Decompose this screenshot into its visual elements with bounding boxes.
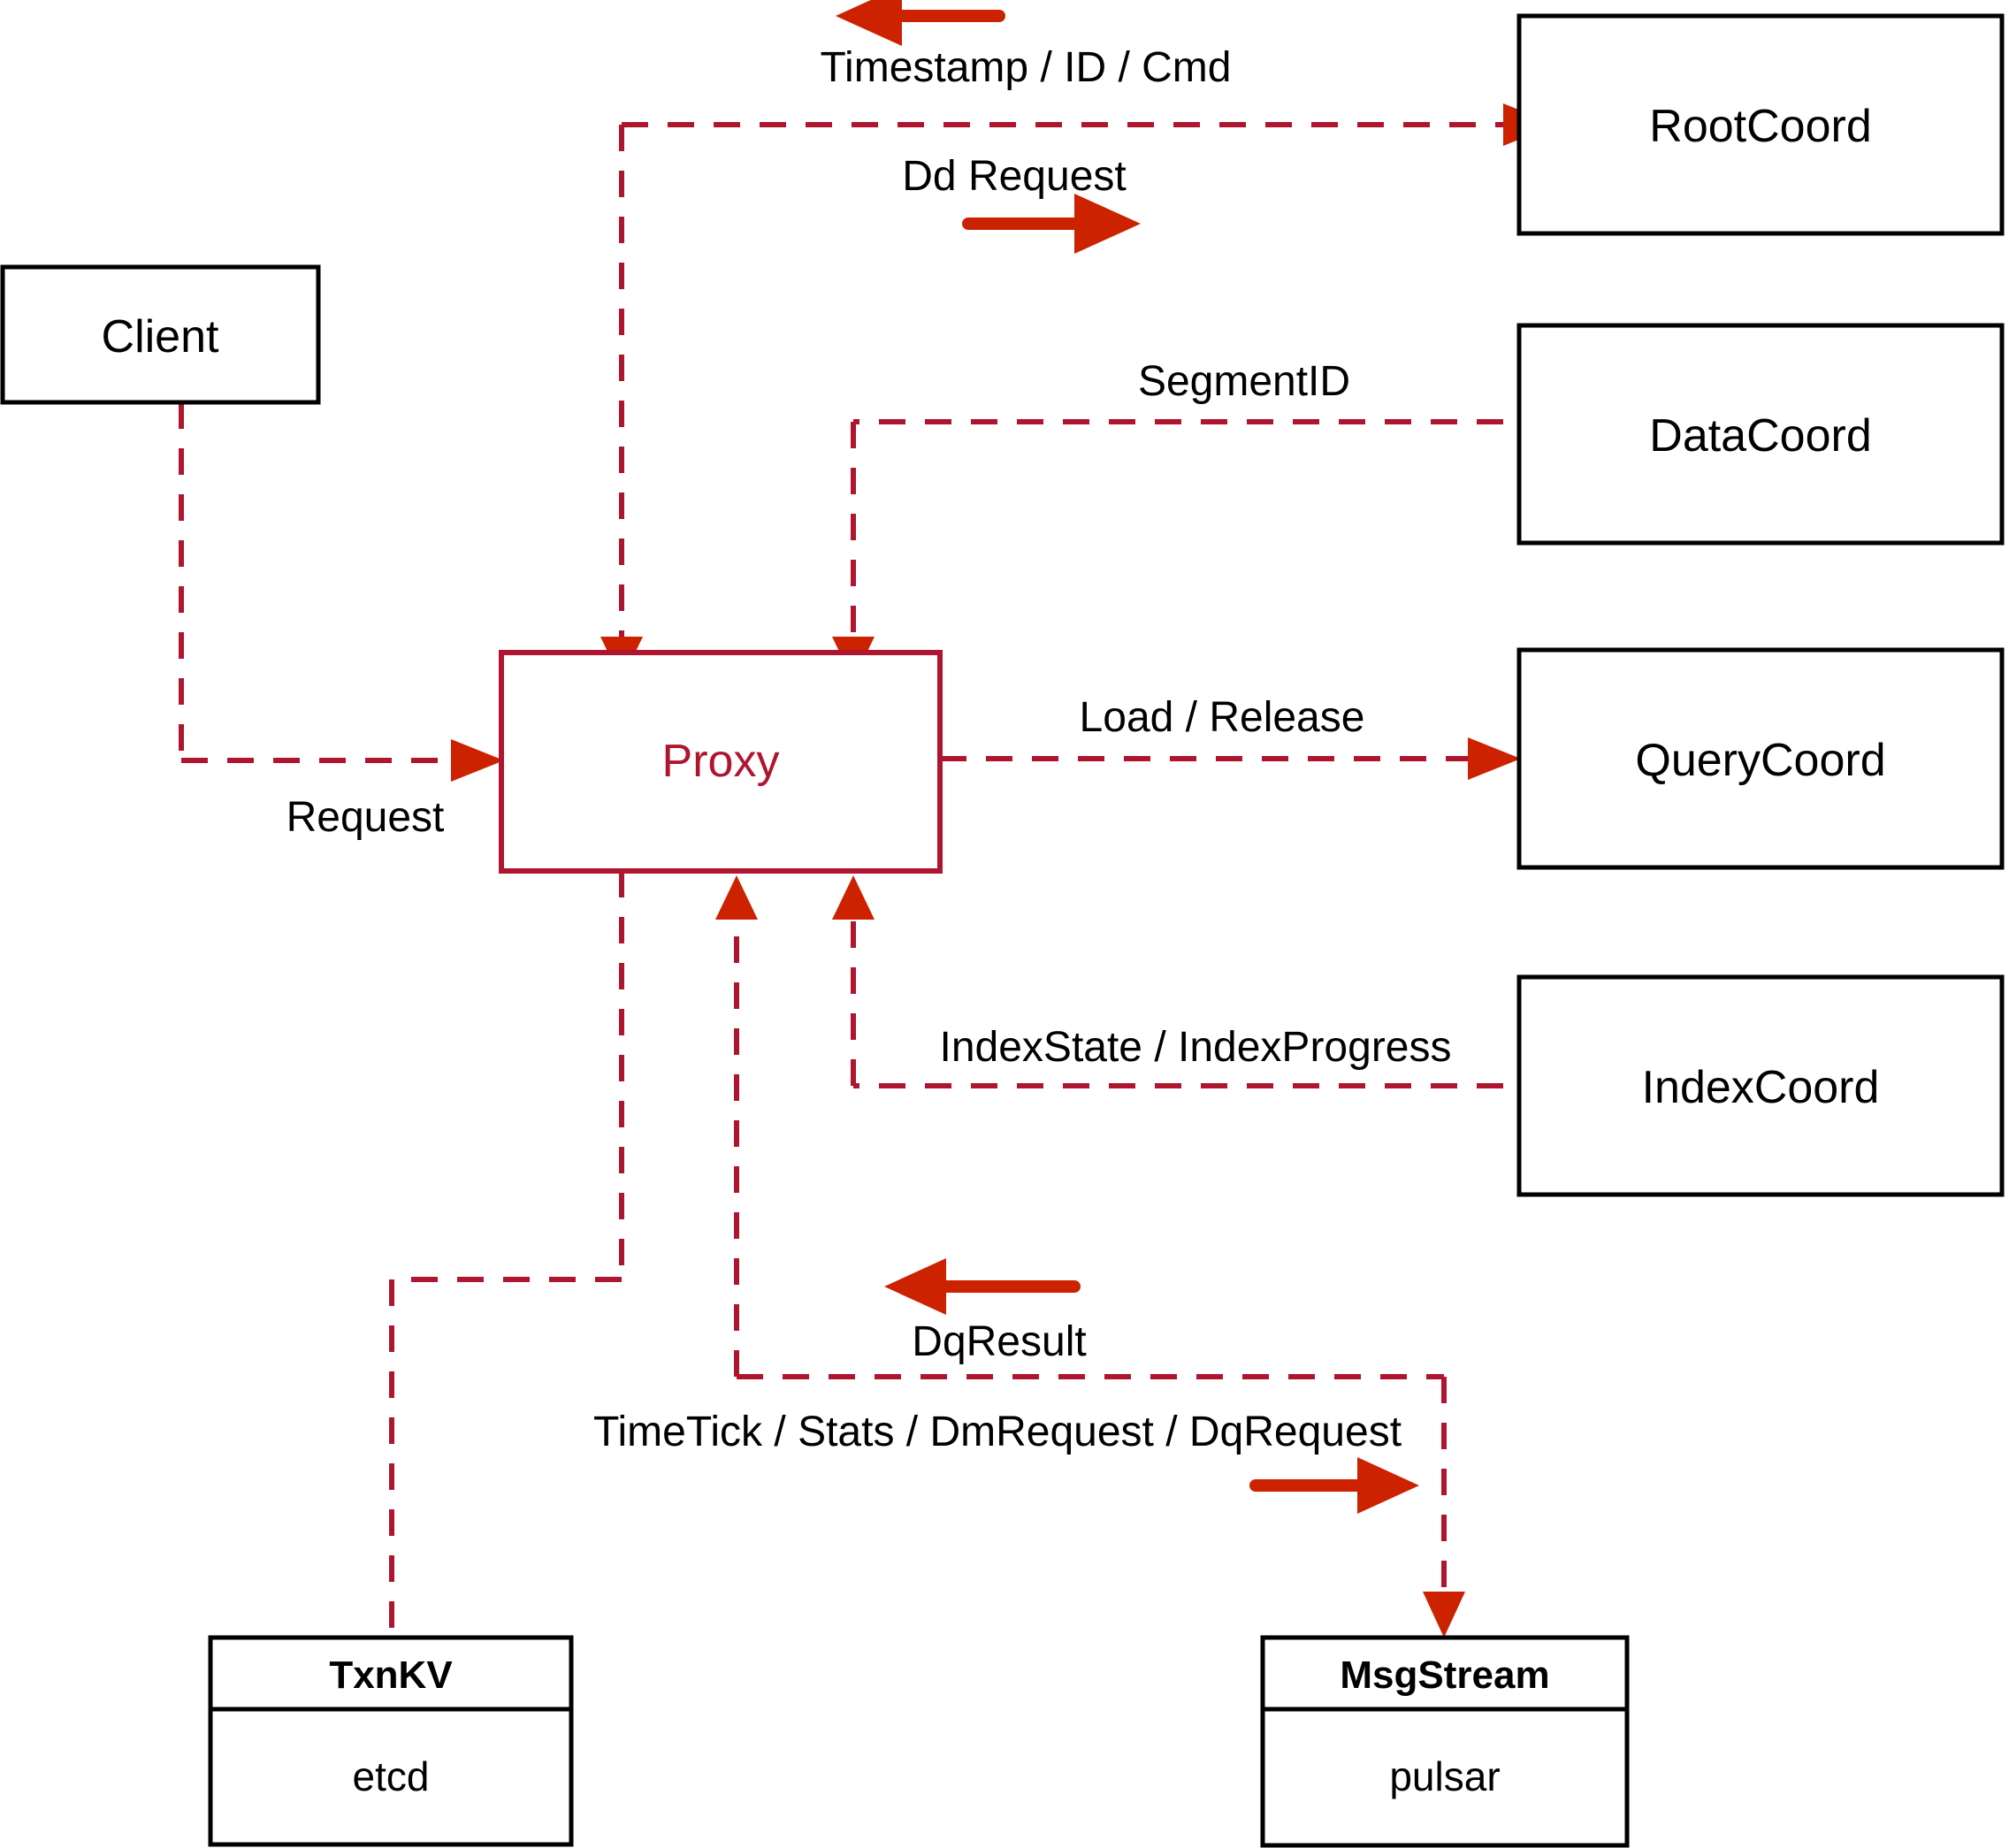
node-client[interactable]: Client	[0, 264, 321, 405]
edge-txnkv-path	[389, 871, 624, 1638]
node-txnkv-label: TxnKV	[329, 1653, 453, 1697]
node-data-coord[interactable]: DataCoord	[1516, 323, 2005, 546]
edge-load-release-path	[940, 737, 1521, 780]
node-msgstream-label: MsgStream	[1340, 1653, 1549, 1697]
node-proxy-label: Proxy	[662, 736, 780, 787]
arrow-dq-result	[884, 1258, 1081, 1315]
node-query-coord-label: QueryCoord	[1635, 735, 1885, 786]
edge-label-dq-result: DqResult	[912, 1318, 1086, 1365]
edge-label-timetick-stats: TimeTick / Stats / DmRequest / DqRequest	[593, 1409, 1402, 1455]
arrow-dd-request	[962, 194, 1141, 254]
node-query-coord[interactable]: QueryCoord	[1516, 647, 2005, 870]
node-index-coord[interactable]: IndexCoord	[1516, 974, 2005, 1197]
node-root-coord-label: RootCoord	[1649, 101, 1871, 152]
node-txnkv-impl: etcd	[353, 1753, 430, 1799]
arrow-timetick-stats	[1249, 1457, 1419, 1514]
edge-msgstream-path	[715, 875, 1465, 1638]
edge-label-timestamp-id-cmd: Timestamp / ID / Cmd	[821, 44, 1232, 91]
edge-index-state-path	[832, 875, 1503, 1088]
node-data-coord-label: DataCoord	[1649, 410, 1871, 462]
edge-label-dd-request: Dd Request	[902, 153, 1126, 200]
node-msgstream-impl: pulsar	[1389, 1753, 1500, 1799]
edge-label-load-release: Load / Release	[1080, 694, 1365, 741]
edge-label-request: Request	[286, 794, 445, 841]
node-index-coord-label: IndexCoord	[1642, 1062, 1880, 1113]
node-proxy[interactable]: Proxy	[499, 650, 943, 874]
node-client-label: Client	[102, 311, 219, 363]
edge-label-index-state: IndexState / IndexProgress	[940, 1024, 1452, 1071]
node-txnkv[interactable]: TxnKV etcd	[208, 1635, 574, 1847]
arrow-timestamp-id-cmd	[836, 0, 1005, 46]
edge-segment-id-path	[832, 419, 1503, 681]
edge-label-segment-id: SegmentID	[1138, 358, 1350, 405]
edge-request-path	[179, 402, 504, 782]
node-root-coord[interactable]: RootCoord	[1516, 13, 2005, 236]
node-msgstream[interactable]: MsgStream pulsar	[1260, 1635, 1630, 1848]
